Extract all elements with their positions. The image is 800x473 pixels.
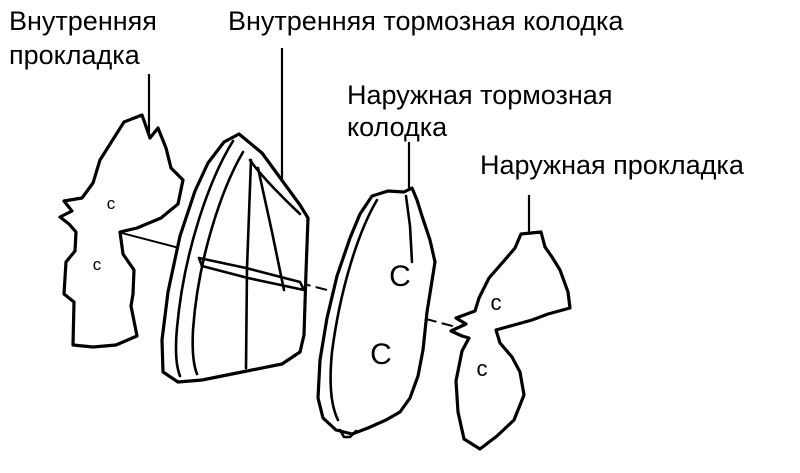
outer-shim-clip-mark-lower: c — [477, 356, 488, 381]
inner-shim-clip-mark-upper: c — [107, 194, 116, 213]
inner-shim-clip-mark-lower: c — [93, 255, 102, 274]
leader-lines — [147, 48, 531, 232]
outer-pad-clip-mark-upper: C — [389, 260, 411, 293]
outer-brake-pad: C C — [316, 186, 437, 439]
label-inner-shim-line1: Внутренняя — [9, 6, 157, 36]
label-inner-shim-line2: прокладка — [9, 40, 140, 70]
label-outer-pad-line2: колодка — [347, 112, 448, 142]
outer-shim: c c — [449, 230, 572, 451]
label-outer-pad-line1: Наружная тормозная — [347, 80, 613, 110]
inner-shim: c c — [58, 113, 185, 349]
label-inner-pad: Внутренняя тормозная колодка — [228, 6, 624, 36]
outer-pad-clip-mark-lower: C — [370, 338, 392, 371]
inner-brake-pad — [160, 132, 310, 384]
label-outer-shim: Наружная прокладка — [480, 150, 744, 180]
outer-shim-clip-mark-upper: c — [491, 290, 502, 315]
